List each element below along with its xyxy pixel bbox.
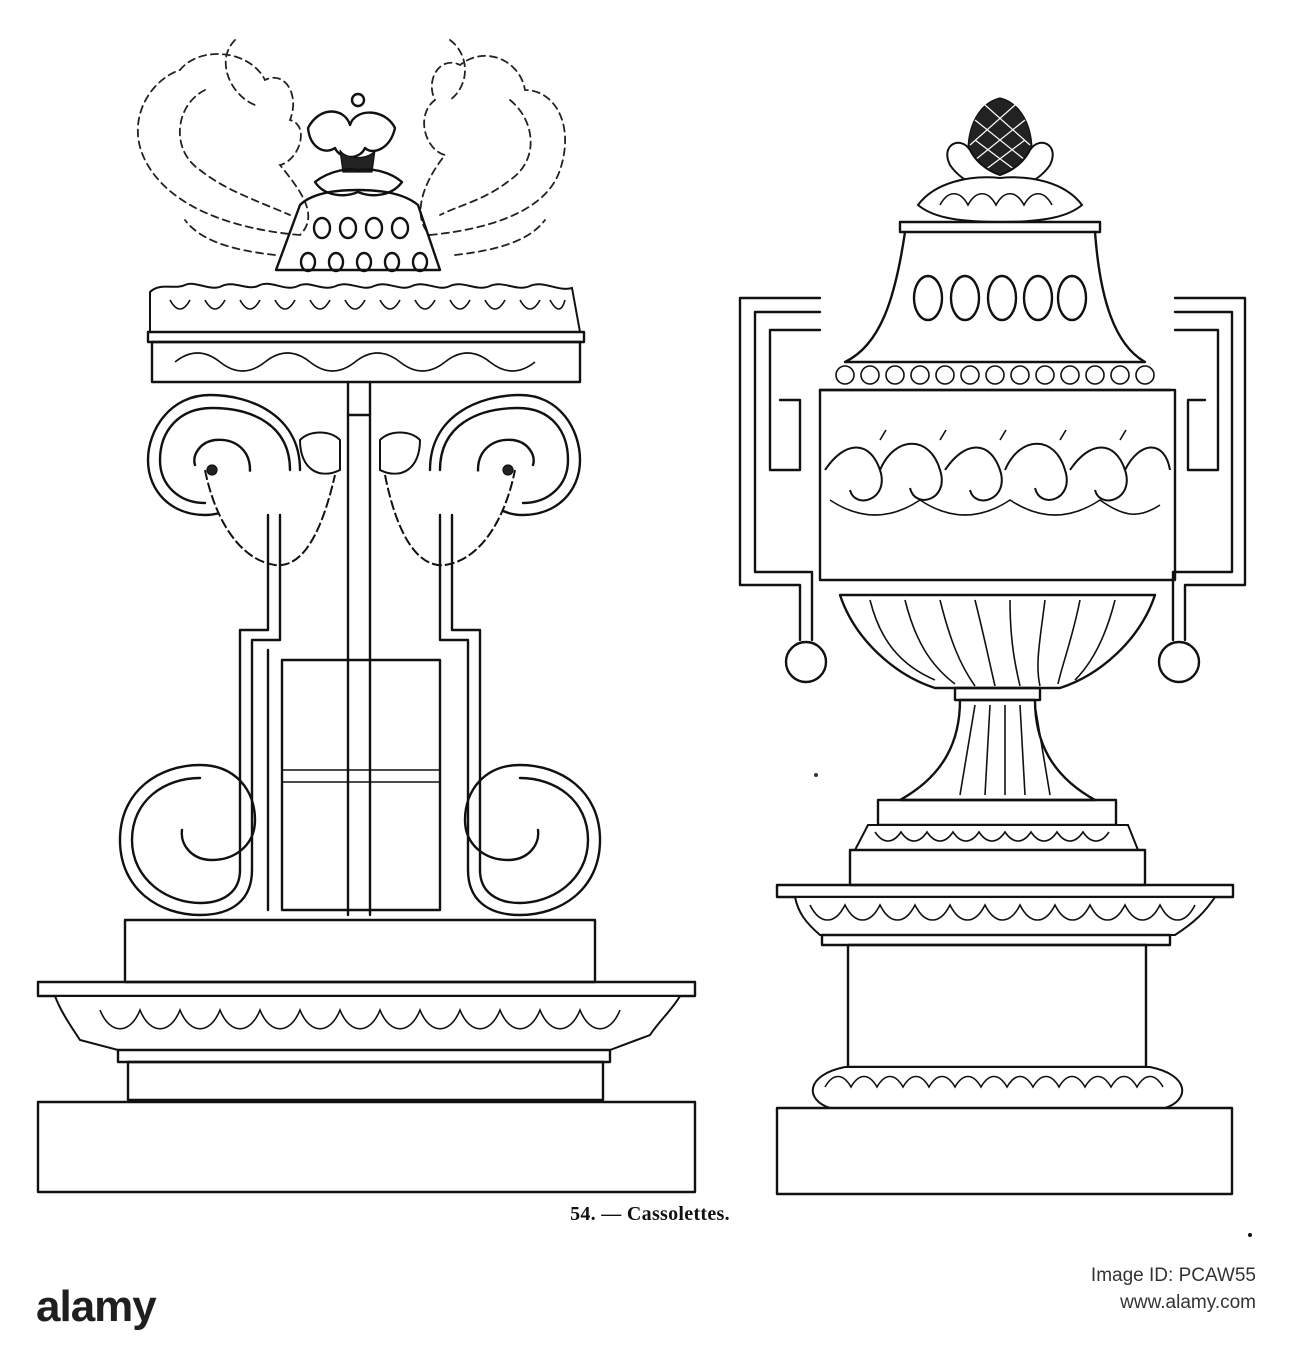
alamy-url-text: www.alamy.com — [1120, 1292, 1256, 1313]
garlands — [204, 464, 516, 567]
image-id-text: Image ID: PCAW55 — [1090, 1265, 1256, 1286]
caption-dash: — — [601, 1203, 622, 1225]
perforated-dome — [274, 188, 442, 273]
left-base — [36, 918, 697, 1194]
stray-dot — [814, 773, 818, 777]
central-posts — [346, 380, 372, 917]
caption-title: Cassolettes. — [626, 1203, 730, 1225]
watermark-footer — [0, 1250, 1300, 1366]
flame-finial — [306, 92, 404, 197]
right-cassolette — [738, 97, 1247, 1196]
upper-volutes — [146, 393, 582, 517]
pinecone-finial — [946, 97, 1054, 192]
caption-dot — [1248, 1233, 1252, 1237]
urn-bowl — [838, 593, 1157, 802]
plate-caption: 54. — Cassolettes. — [0, 1203, 1300, 1226]
smoke-plumes — [136, 39, 566, 256]
right-base — [775, 798, 1235, 1196]
engraving-plate — [36, 39, 1247, 1196]
image-id-block: Image ID: PCAW55 www.alamy.com — [1091, 1262, 1256, 1316]
stand-legs — [238, 513, 482, 912]
bead-row — [818, 365, 1172, 392]
alamy-logo: alamy — [36, 1282, 157, 1331]
handles — [738, 296, 1247, 684]
urn-band — [818, 388, 1177, 582]
lower-volutes — [118, 763, 602, 917]
caption-number: 54. — [570, 1203, 596, 1225]
urn-lid — [843, 176, 1147, 364]
leaf-rim — [146, 282, 586, 384]
left-cassolette — [36, 39, 697, 1194]
